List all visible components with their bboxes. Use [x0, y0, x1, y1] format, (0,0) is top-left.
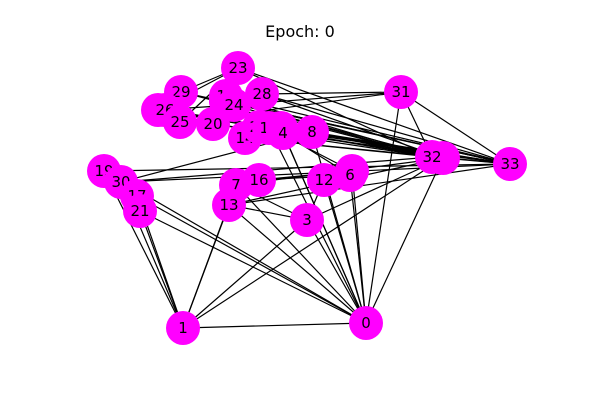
node-circle-8 [295, 115, 329, 149]
node-label-32: 32 [422, 148, 441, 166]
edge-0-2 [365, 157, 444, 324]
node-label-25: 25 [170, 113, 189, 131]
edge-1-13 [182, 204, 230, 329]
edge-1-2 [182, 157, 444, 329]
node-13: 13 [212, 188, 246, 222]
node-4: 4 [266, 116, 300, 150]
edge-1-3 [182, 219, 308, 329]
node-circle-0 [349, 306, 383, 340]
node-label-7: 7 [231, 176, 241, 194]
node-circle-16 [242, 163, 276, 197]
node-circle-1 [166, 311, 200, 345]
edge-30-32 [120, 156, 433, 183]
node-23: 23 [221, 51, 255, 85]
edge-0-12 [323, 179, 367, 324]
node-label-8: 8 [307, 123, 317, 141]
node-label-1: 1 [178, 319, 188, 337]
node-circle-25 [163, 105, 197, 139]
node-label-23: 23 [228, 59, 247, 77]
edge-0-3 [306, 219, 367, 324]
node-label-0: 0 [361, 314, 371, 332]
edge-15-33 [225, 95, 511, 165]
edge-13-33 [228, 163, 511, 206]
edge-23-33 [237, 67, 511, 165]
edge-0-17 [136, 195, 367, 324]
edge-31-33 [400, 91, 511, 165]
node-circle-4 [266, 116, 300, 150]
node-label-16: 16 [249, 171, 268, 189]
node-6: 6 [333, 158, 367, 192]
edge-0-31 [365, 91, 402, 324]
edge-28-31 [261, 91, 402, 95]
node-circle-20 [196, 107, 230, 141]
edge-0-13 [228, 204, 367, 324]
node-circle-3 [290, 203, 324, 237]
node-circle-33 [493, 147, 527, 181]
node-label-21: 21 [130, 202, 149, 220]
edge-0-1 [182, 322, 367, 329]
node-1: 1 [166, 311, 200, 345]
node-circle-13 [212, 188, 246, 222]
plot-title: Epoch: 0 [265, 22, 335, 41]
node-8: 8 [295, 115, 329, 149]
node-label-20: 20 [203, 115, 222, 133]
node-label-3: 3 [302, 211, 312, 229]
node-label-6: 6 [345, 166, 355, 184]
node-label-33: 33 [500, 155, 519, 173]
node-32: 32 [415, 140, 449, 174]
node-layer: 0123292726251891524202814221110483123233… [87, 51, 527, 345]
edge-0-11 [280, 127, 367, 324]
node-circle-31 [384, 75, 418, 109]
node-label-29: 29 [171, 83, 190, 101]
node-label-4: 4 [278, 124, 288, 142]
node-circle-28 [245, 77, 279, 111]
node-label-28: 28 [252, 85, 271, 103]
node-circle-6 [333, 158, 367, 192]
node-12: 12 [307, 163, 341, 197]
node-circle-12 [307, 163, 341, 197]
node-21: 21 [123, 194, 157, 228]
node-label-24: 24 [224, 96, 243, 114]
edge-0-7 [235, 184, 367, 324]
node-3: 3 [290, 203, 324, 237]
node-label-13: 13 [219, 196, 238, 214]
node-circle-23 [221, 51, 255, 85]
node-0: 0 [349, 306, 383, 340]
node-label-31: 31 [391, 83, 410, 101]
edge-28-33 [261, 93, 511, 165]
node-33: 33 [493, 147, 527, 181]
node-16: 16 [242, 163, 276, 197]
node-31: 31 [384, 75, 418, 109]
node-circle-32 [415, 140, 449, 174]
node-25: 25 [163, 105, 197, 139]
node-label-12: 12 [314, 171, 333, 189]
node-20: 20 [196, 107, 230, 141]
edge-1-21 [139, 210, 184, 329]
node-28: 28 [245, 77, 279, 111]
node-circle-21 [123, 194, 157, 228]
